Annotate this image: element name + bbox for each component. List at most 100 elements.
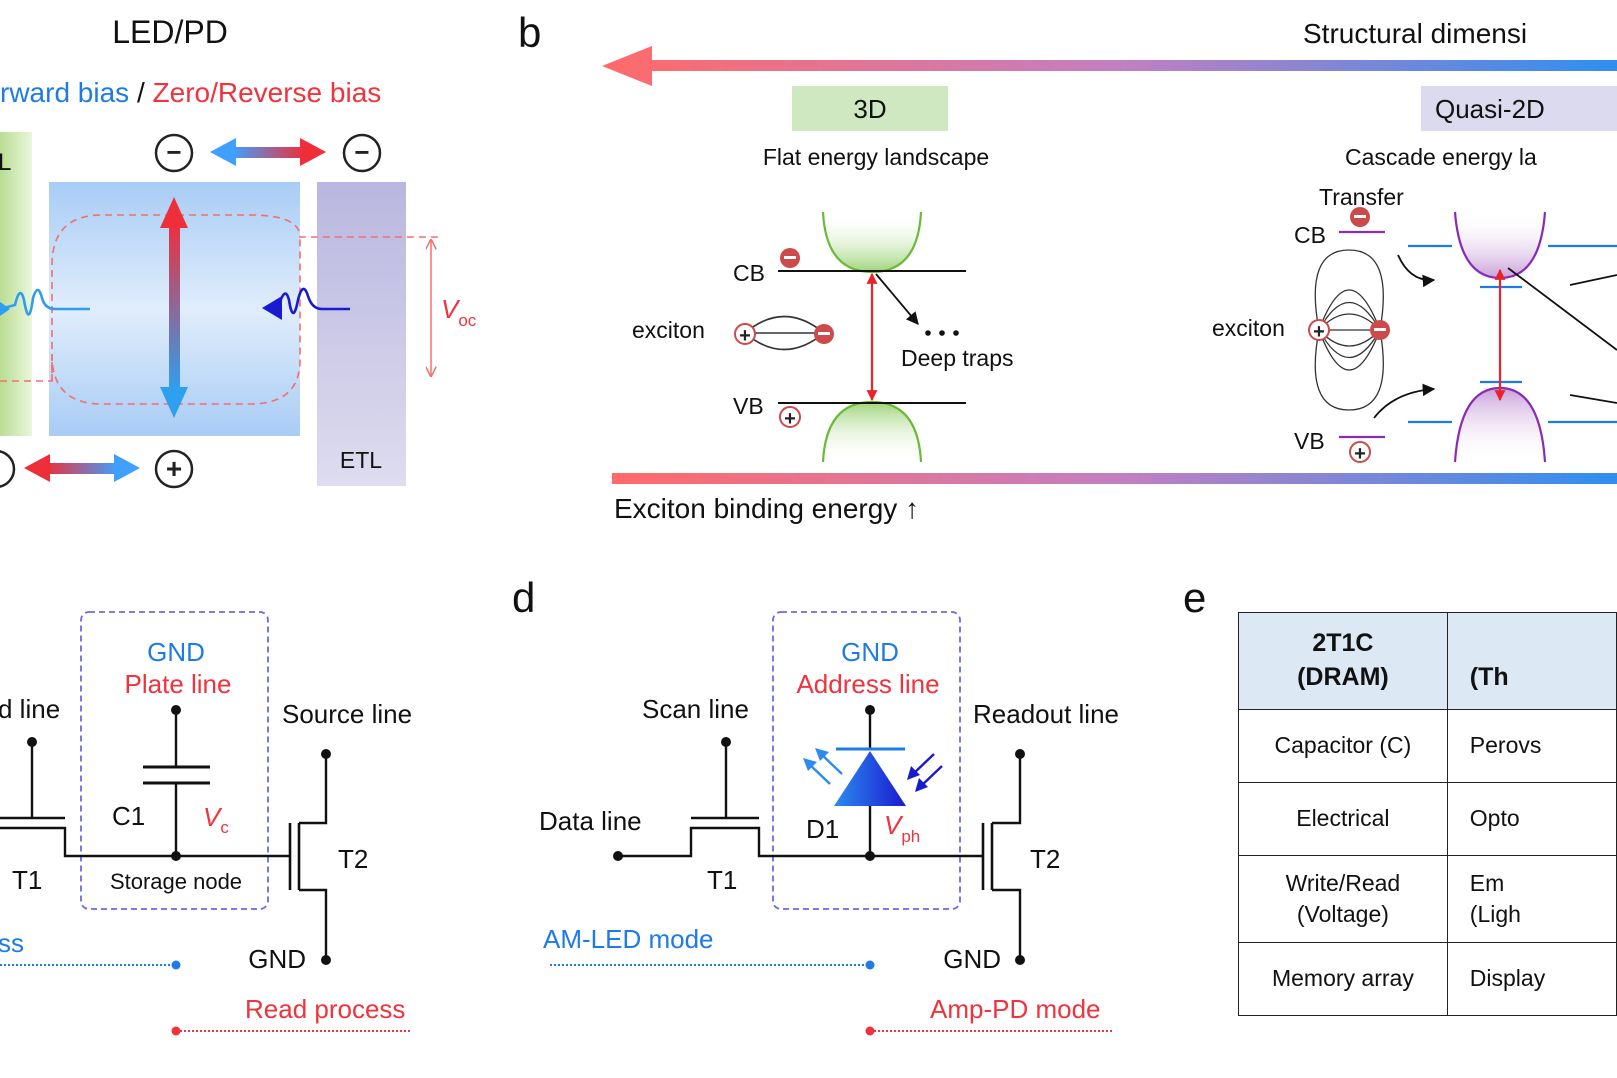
t2-label-d: T2: [1030, 844, 1060, 874]
readout-line-label: Readout line: [973, 699, 1119, 729]
panel-a-title: LED/PD: [112, 14, 228, 50]
write-process-end: [171, 960, 181, 970]
electron-icon: [154, 133, 194, 173]
cb-label-quasi2d: CB: [1294, 222, 1326, 248]
emitted-photon-arrowhead: [0, 302, 10, 316]
plus-mark: +: [739, 325, 751, 347]
panel-d: d GND Address line Scan line Readout lin…: [512, 574, 1119, 1036]
table-cell: Write/Read (Voltage): [1238, 855, 1448, 943]
tag-3d: [792, 86, 948, 131]
source-line-label: Source line: [282, 699, 412, 729]
trap-arrow-quasi2d: [1507, 267, 1617, 351]
trap-dot: [939, 330, 945, 336]
table-row: Memory array Display: [1238, 942, 1617, 1016]
vph-label: Vph: [884, 810, 920, 846]
reverse-bias-label: Zero/Reverse bias: [153, 77, 382, 108]
htl-layer: [0, 132, 32, 436]
table-cell: Electrical: [1238, 782, 1448, 856]
storage-node-label: Storage node: [110, 869, 242, 894]
forward-bias-label: rward bias: [0, 77, 129, 108]
t2-drain-d: [992, 754, 1022, 825]
emitted-photon-wave: [0, 288, 90, 316]
bias-separator: /: [129, 77, 152, 108]
cb-well-quasi2d: [1455, 212, 1545, 278]
minus-mark: [784, 256, 796, 259]
bottom-arrow-left-head: [24, 454, 50, 482]
gnd-bottom-d: GND: [943, 944, 1001, 974]
am-led-mode-end: [865, 960, 875, 970]
table-cell: Display: [1446, 942, 1617, 1016]
vb-label-3d: VB: [733, 393, 764, 419]
top-double-arrow-shaft: [232, 147, 304, 158]
cascade-landscape-label: Cascade energy la: [1345, 144, 1537, 170]
plus-mark: +: [1354, 443, 1366, 465]
table-cell: Memory array: [1238, 942, 1448, 1016]
table-cell: Opto: [1446, 782, 1617, 856]
table-header-cell: 2T1C (DRAM): [1238, 612, 1448, 710]
read-process-label: Read process: [245, 994, 405, 1024]
hole-icon: [779, 406, 801, 428]
write-process-label: ss: [0, 928, 24, 958]
amp-pd-mode-start: [865, 1026, 875, 1036]
svg-text:+: +: [166, 453, 182, 484]
table-row: Write/Read (Voltage) Em (Ligh: [1238, 855, 1617, 943]
t2-label-c: T2: [338, 844, 368, 874]
header-col2: (Th: [1469, 663, 1509, 691]
trap-dot: [953, 330, 959, 336]
gnd-node-c: [321, 955, 331, 965]
table-cell: Em (Ligh: [1446, 855, 1617, 943]
hole-icon: [1349, 441, 1371, 463]
tag-3d-label: 3D: [853, 94, 886, 124]
pixel-cell-box: [772, 611, 961, 910]
incident-light-icon: [907, 753, 943, 792]
vc-label: Vc: [203, 802, 229, 837]
binding-energy-bar: [612, 473, 1617, 484]
structural-dimension-label: Structural dimensi: [1303, 18, 1527, 49]
plus-mark: +: [1313, 321, 1325, 343]
electron-icon: [342, 133, 382, 173]
gnd-bottom-c: GND: [248, 944, 306, 974]
transfer-label: Transfer: [1319, 184, 1404, 210]
address-line-label: Address line: [796, 669, 939, 699]
svg-text:−: −: [166, 137, 181, 167]
trap-dot: [925, 330, 931, 336]
scan-line-label: Scan line: [642, 694, 749, 724]
absorbed-photon-arrowhead: [262, 296, 282, 320]
t2-source-d: [992, 888, 1022, 960]
transfer-arrow-cb: [1397, 254, 1436, 288]
tag-quasi-2d-label: Quasi-2D: [1435, 94, 1545, 124]
panel-d-letter: d: [512, 574, 535, 621]
panel-e-letter: e: [1183, 574, 1206, 621]
top-arrow-left-head: [210, 138, 236, 166]
amp-pd-mode-label: Amp-PD mode: [930, 994, 1101, 1024]
panel-b: b Structural dimensi 3D Quasi-2D Flat en…: [518, 9, 1617, 524]
bias-arrow-down-head: [160, 387, 188, 418]
minus-mark: [818, 332, 830, 335]
table-row: Electrical Opto: [1238, 782, 1617, 856]
comparison-table: 2T1C (DRAM) (Th Capacitor (C) Perovs Ele…: [1238, 612, 1617, 1016]
etl-layer: [317, 182, 406, 486]
exciton-label-3d: exciton: [632, 317, 705, 343]
bottom-double-arrow-shaft: [46, 463, 118, 474]
plus-mark: +: [784, 408, 796, 430]
transfer-arrow-vb: [1373, 383, 1436, 419]
minus-mark: [1374, 328, 1386, 331]
voc-label: Voc: [441, 294, 477, 330]
table-header-row: 2T1C (DRAM) (Th: [1238, 612, 1617, 710]
word-line-label: d line: [0, 694, 60, 724]
storage-cell-box: [80, 611, 269, 910]
bias-legend: rward bias / Zero/Reverse bias: [0, 77, 381, 108]
partial-arrow: [1569, 274, 1617, 286]
cb-label-3d: CB: [733, 260, 765, 286]
htl-label: L: [0, 149, 11, 176]
flat-landscape-label: Flat energy landscape: [763, 144, 989, 170]
partial-arrow: [1569, 394, 1617, 404]
panel-c: GND Plate line d line Source line C1 Vc …: [0, 611, 412, 1036]
vb-well-quasi2d: [1455, 388, 1545, 462]
header-2t1c: 2T1C (DRAM): [1297, 629, 1389, 691]
bias-double-arrow-shaft: [169, 222, 180, 390]
t1-channel-d: [618, 826, 983, 858]
table-header-cell: (Th: [1446, 612, 1617, 710]
led-pd-diode-icon: [834, 751, 906, 806]
